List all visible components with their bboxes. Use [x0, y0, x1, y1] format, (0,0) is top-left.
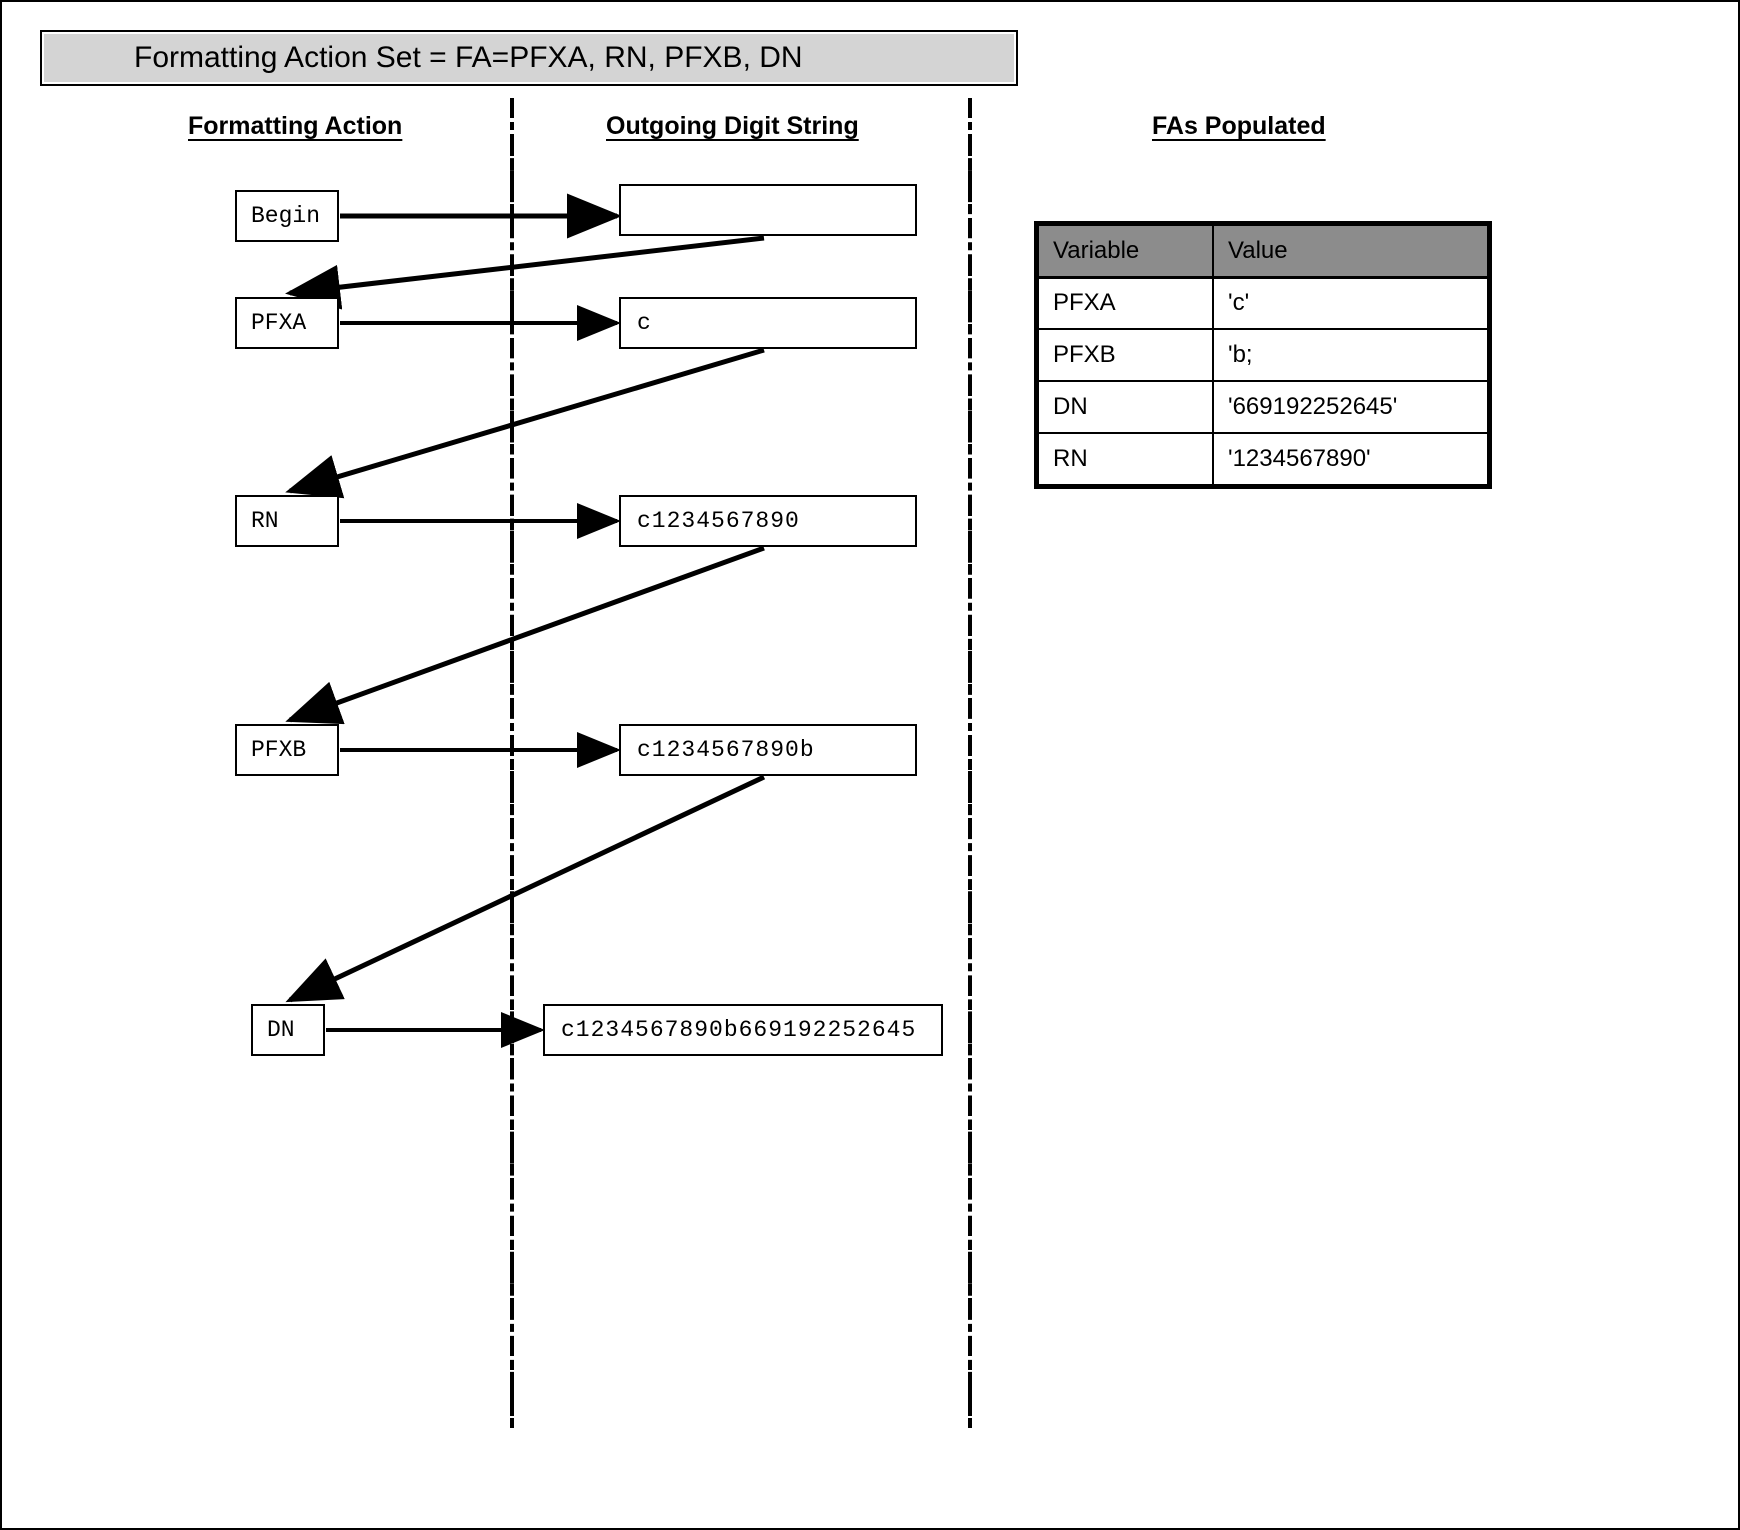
table-cell-value: '669192252645': [1212, 380, 1489, 434]
table-cell-value: 'b;: [1212, 328, 1489, 382]
divider-line-right-dashes: [968, 98, 972, 1428]
digit-string-box-dn[interactable]: c1234567890b669192252645: [543, 1004, 943, 1056]
action-box-begin-label: Begin: [251, 203, 321, 229]
digit-string-pfxb-value: c1234567890b: [637, 737, 815, 763]
column-header-fas-populated: FAs Populated: [1152, 112, 1326, 140]
action-box-begin[interactable]: Begin: [235, 190, 339, 242]
title-banner: Formatting Action Set = FA=PFXA, RN, PFX…: [40, 30, 1018, 86]
table-row: DN '669192252645': [1037, 380, 1489, 434]
digit-string-box-rn[interactable]: c1234567890: [619, 495, 917, 547]
column-header-formatting-action: Formatting Action: [188, 112, 403, 140]
table-cell-variable: PFXA: [1037, 276, 1214, 330]
title-banner-fill: Formatting Action Set = FA=PFXA, RN, PFX…: [44, 34, 1014, 82]
digit-string-box-pfxa[interactable]: c: [619, 297, 917, 349]
action-box-rn-label: RN: [251, 508, 279, 534]
arrow-feedback-begin-to-pfxa: [285, 235, 765, 310]
arrow-feedback-rn-to-pfxb: [285, 545, 765, 725]
action-box-pfxb-label: PFXB: [251, 737, 307, 763]
arrow-feedback-pfxb-to-dn: [285, 774, 766, 1003]
digit-string-rn-value: c1234567890: [637, 508, 800, 534]
table-header-row: Variable Value: [1037, 224, 1489, 279]
divider-line-left: [510, 98, 514, 1428]
table-cell-value: 'c': [1212, 276, 1489, 330]
action-box-pfxb[interactable]: PFXB: [235, 724, 339, 776]
table-header-variable: Variable: [1037, 224, 1214, 279]
divider-line-left-dashes: [510, 98, 514, 1428]
table-cell-variable: DN: [1037, 380, 1214, 434]
table-cell-value: '1234567890': [1212, 432, 1489, 486]
action-box-dn-label: DN: [267, 1017, 295, 1043]
action-box-pfxa[interactable]: PFXA: [235, 297, 339, 349]
digit-string-dn-value: c1234567890b669192252645: [561, 1017, 917, 1043]
digit-string-box-begin[interactable]: [619, 184, 917, 236]
action-box-rn[interactable]: RN: [235, 495, 339, 547]
action-box-pfxa-label: PFXA: [251, 310, 307, 336]
action-box-dn[interactable]: DN: [251, 1004, 325, 1056]
digit-string-pfxa-value: c: [637, 310, 652, 336]
page-title: Formatting Action Set = FA=PFXA, RN, PFX…: [134, 41, 803, 74]
divider-line-right: [968, 98, 972, 1428]
table-row: PFXB 'b;: [1037, 328, 1489, 382]
table-row: RN '1234567890': [1037, 432, 1489, 486]
table-header-value: Value: [1212, 224, 1489, 279]
digit-string-box-pfxb[interactable]: c1234567890b: [619, 724, 917, 776]
table-cell-variable: RN: [1037, 432, 1214, 486]
table-row: PFXA 'c': [1037, 276, 1489, 330]
column-header-outgoing-digit-string: Outgoing Digit String: [606, 112, 859, 140]
fas-populated-table: Variable Value PFXA 'c' PFXB 'b; DN '669…: [1034, 221, 1492, 489]
table-cell-variable: PFXB: [1037, 328, 1214, 382]
arrow-feedback-pfxa-to-rn: [285, 347, 765, 499]
